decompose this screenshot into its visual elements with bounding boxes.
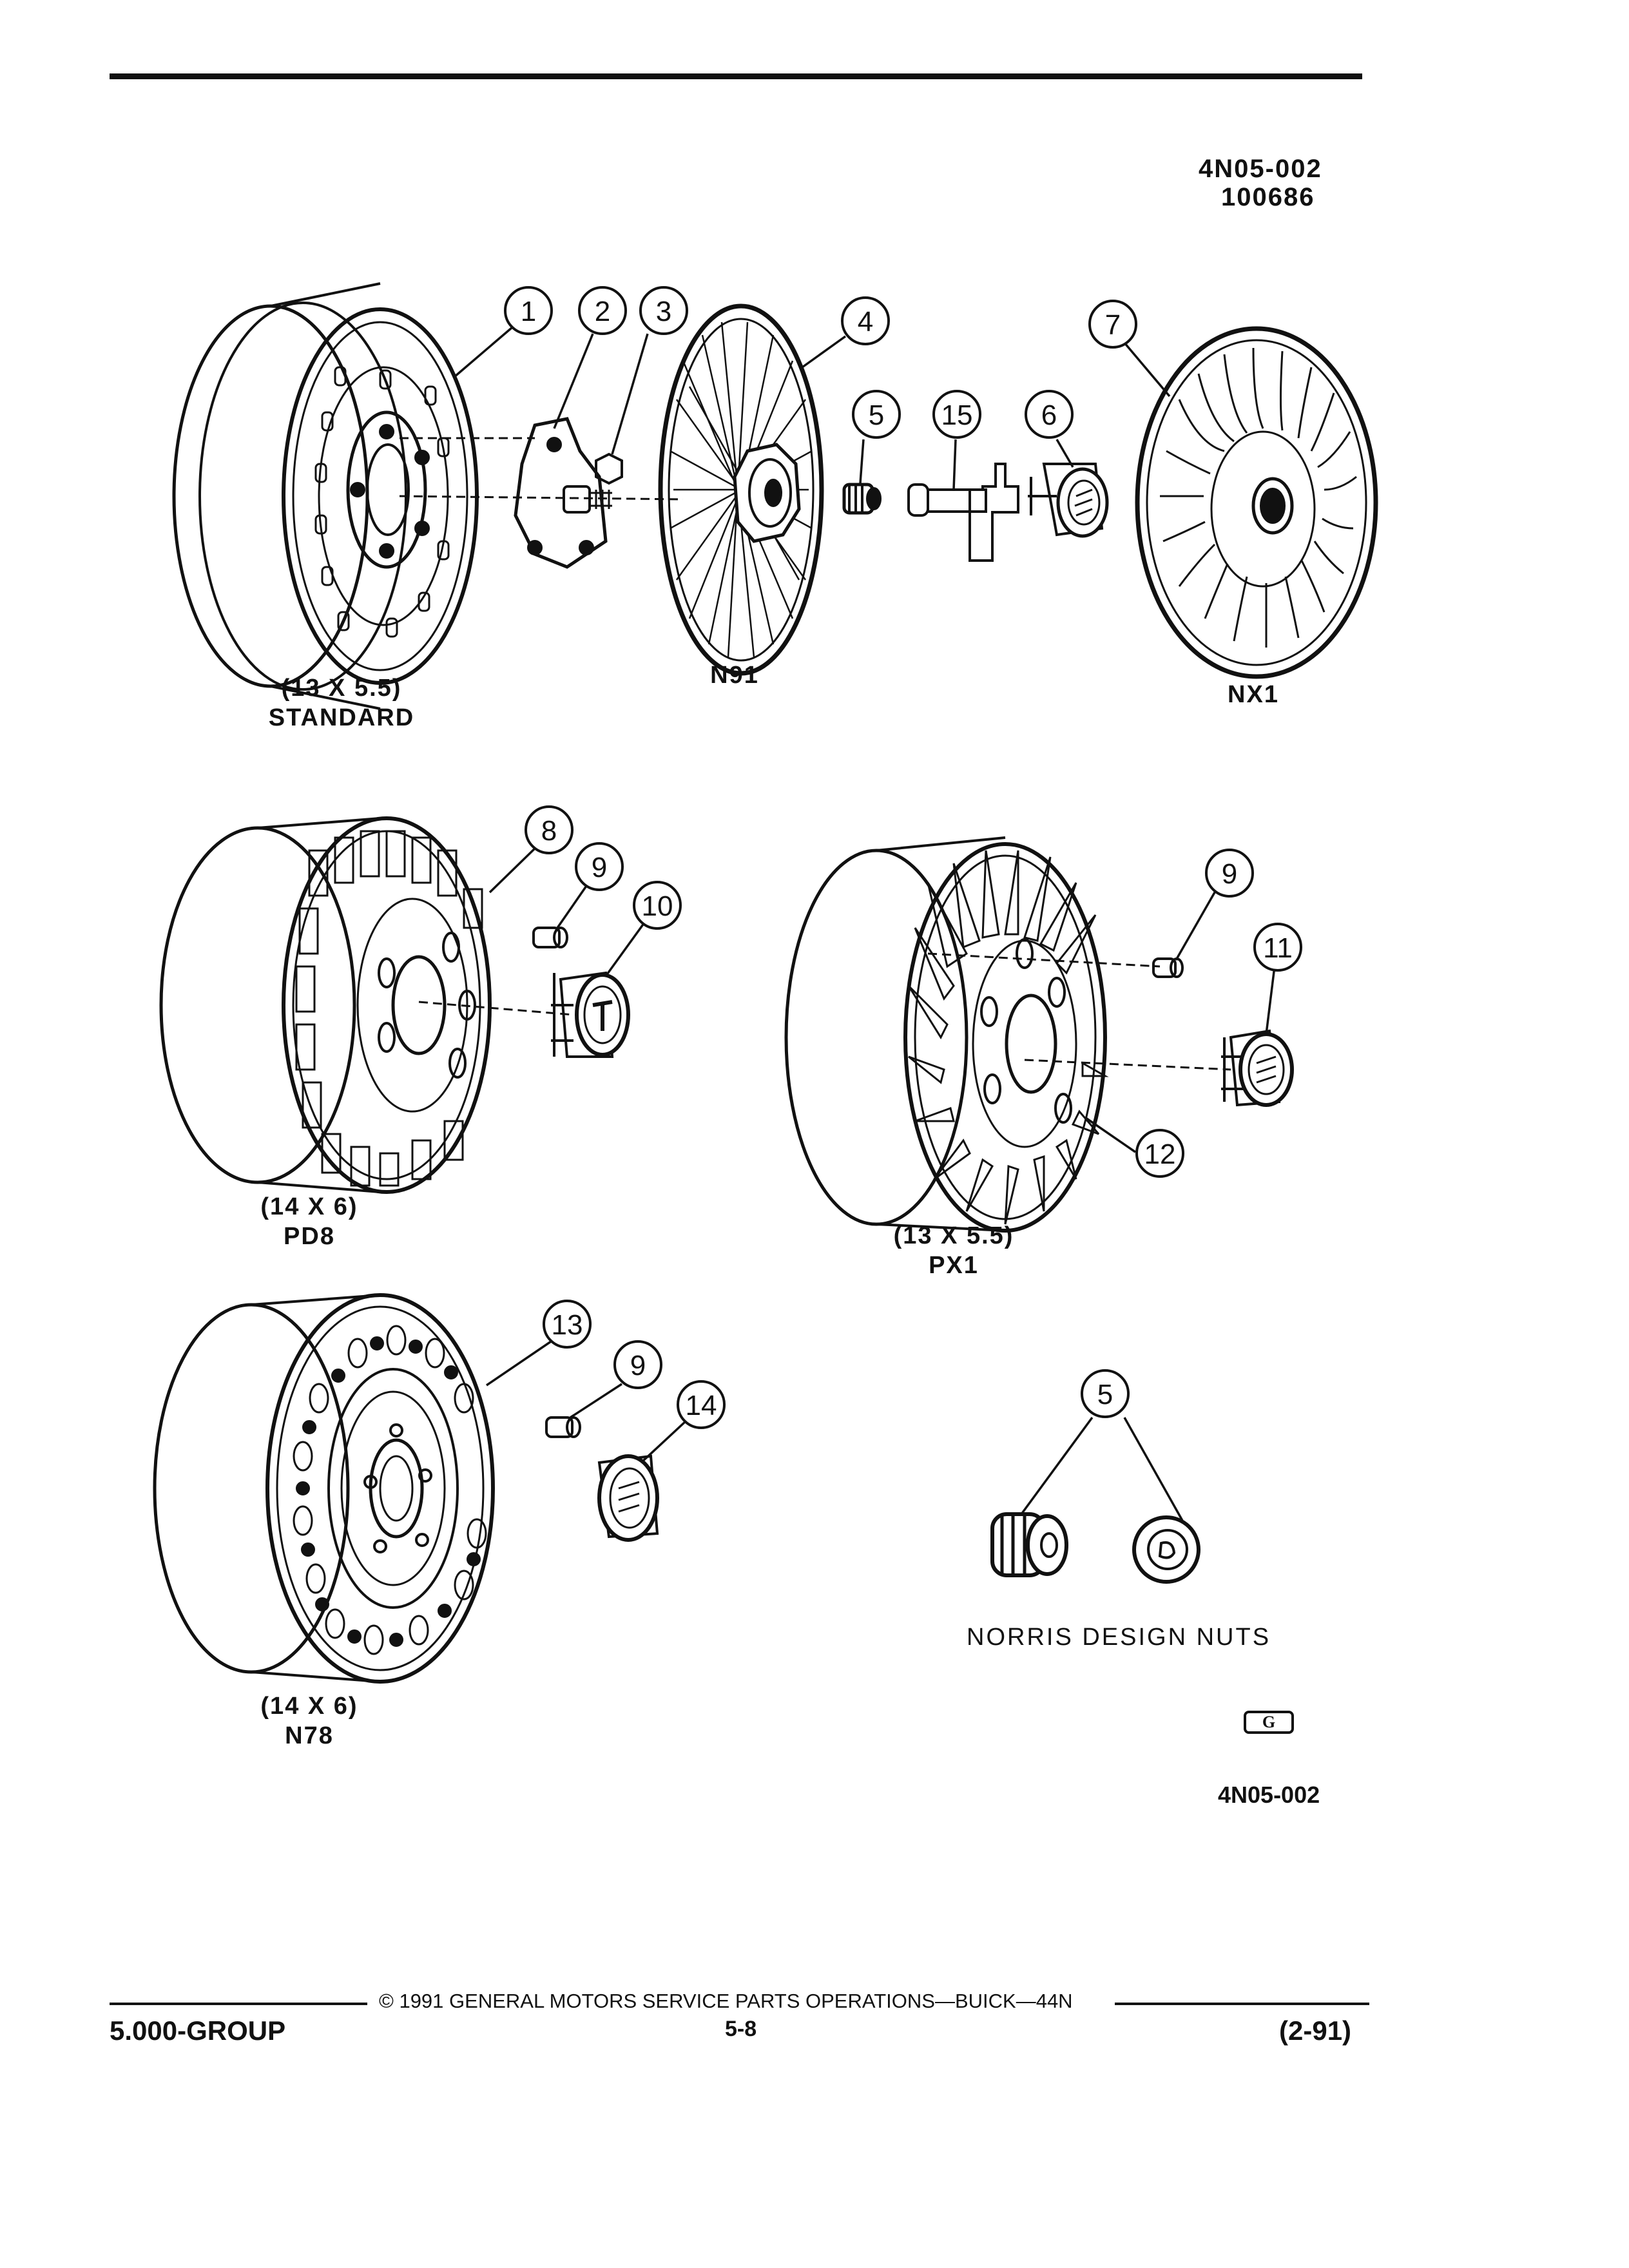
lug-nut: [595, 452, 623, 485]
center-cap-14: [597, 1454, 659, 1542]
label-standard-name: STANDARD: [268, 704, 415, 731]
lug-nut-9c: [545, 1416, 581, 1438]
callout-5a-label: 5: [869, 399, 884, 431]
callout-5b-label: 5: [1097, 1379, 1113, 1410]
callout-9c: [613, 1340, 662, 1389]
label-px1-name: PX1: [929, 1252, 979, 1279]
label-standard: (13 X 5.5) STANDARD: [245, 673, 438, 733]
callout-1: [504, 286, 553, 335]
px1-wheel: [784, 836, 1109, 1233]
footer-rule-right: [1115, 2003, 1369, 2005]
callout-11-label: 11: [1263, 932, 1293, 964]
gm-logo-icon: G: [1244, 1711, 1294, 1734]
footer-copyright: © 1991 GENERAL MOTORS SERVICE PARTS OPER…: [379, 1990, 1073, 2012]
pd8-wheel: [159, 816, 492, 1194]
center-cap-10: [551, 971, 630, 1058]
label-pd8-size: (14 X 6): [260, 1193, 358, 1220]
nx1-wheel-cover: [1135, 326, 1378, 679]
callout-8: [525, 805, 574, 854]
callout-9b-label: 9: [1222, 858, 1237, 890]
callout-7-label: 7: [1105, 309, 1121, 341]
label-standard-size: (13 X 5.5): [281, 675, 402, 702]
callout-5a: [852, 390, 901, 439]
adapter-plate: [514, 417, 612, 569]
callout-6: [1025, 390, 1074, 439]
lug-nut-9b: [1152, 957, 1184, 978]
label-pd8-name: PD8: [284, 1223, 335, 1250]
callout-14-label: 14: [686, 1390, 717, 1421]
footer-page-number: 5-8: [725, 2017, 757, 2041]
callout-6-label: 6: [1041, 399, 1057, 431]
lug-nut-9a: [532, 927, 568, 948]
callout-9c-label: 9: [630, 1350, 646, 1381]
callout-1-label: 1: [521, 296, 536, 327]
callout-8-label: 8: [541, 815, 557, 847]
date-code: 100686: [1221, 183, 1315, 211]
drawing-number: 4N05-002: [1199, 155, 1322, 183]
callout-11: [1253, 923, 1302, 972]
norris-nut-top: [842, 483, 882, 515]
label-n78-size: (14 X 6): [260, 1693, 358, 1720]
footer-group: 5.000-GROUP: [110, 2015, 286, 2046]
callout-14: [677, 1380, 726, 1429]
footer-rule-left: [110, 2003, 367, 2005]
callout-2-label: 2: [595, 296, 610, 327]
label-n78: (14 X 6) N78: [232, 1691, 387, 1751]
label-n91: N91: [683, 660, 786, 690]
label-n91-name: N91: [710, 662, 759, 689]
top-rule: [110, 73, 1362, 79]
norris-nut-side: [990, 1512, 1068, 1577]
callout-3: [639, 286, 688, 335]
callout-10: [633, 881, 682, 930]
callout-10-label: 10: [642, 890, 673, 922]
callout-12-label: 12: [1144, 1139, 1176, 1170]
label-px1: (13 X 5.5) PX1: [863, 1221, 1044, 1280]
gm-logo-letter: G: [1262, 1713, 1276, 1731]
callout-2: [578, 286, 627, 335]
label-nx1-name: NX1: [1228, 681, 1279, 708]
callout-15: [932, 390, 981, 439]
callout-9a-label: 9: [592, 852, 607, 883]
label-nx1: NX1: [1211, 680, 1295, 709]
standard-wheel: [172, 282, 479, 710]
norris-caption: NORRIS DESIGN NUTS: [967, 1624, 1271, 1651]
label-pd8: (14 X 6) PD8: [232, 1192, 387, 1251]
center-cap-6: [1028, 463, 1109, 538]
callout-7: [1088, 300, 1137, 349]
label-n78-name: N78: [285, 1722, 334, 1749]
callout-9b: [1205, 849, 1254, 898]
center-cap-11: [1221, 1029, 1294, 1107]
assembly-lines: [399, 437, 1231, 1071]
callout-5b: [1081, 1369, 1130, 1418]
callout-3-label: 3: [656, 296, 671, 327]
footer-revision: (2-91): [1279, 2015, 1352, 2046]
callout-12: [1135, 1129, 1184, 1178]
leader-lines: [453, 326, 1276, 1521]
callout-13: [543, 1300, 592, 1349]
n78-wheel: [153, 1293, 495, 1684]
callout-4: [841, 296, 890, 345]
wire-wheel-cover: [658, 303, 824, 676]
label-px1-size: (13 X 5.5): [893, 1222, 1014, 1249]
callout-13-label: 13: [552, 1309, 583, 1341]
figure-id: 4N05-002: [1218, 1782, 1320, 1808]
callout-4-label: 4: [858, 306, 873, 338]
lock-key: [907, 463, 1019, 562]
callout-15-label: 15: [941, 399, 973, 431]
norris-nut-face: [1132, 1515, 1200, 1584]
callout-9a: [575, 842, 624, 891]
